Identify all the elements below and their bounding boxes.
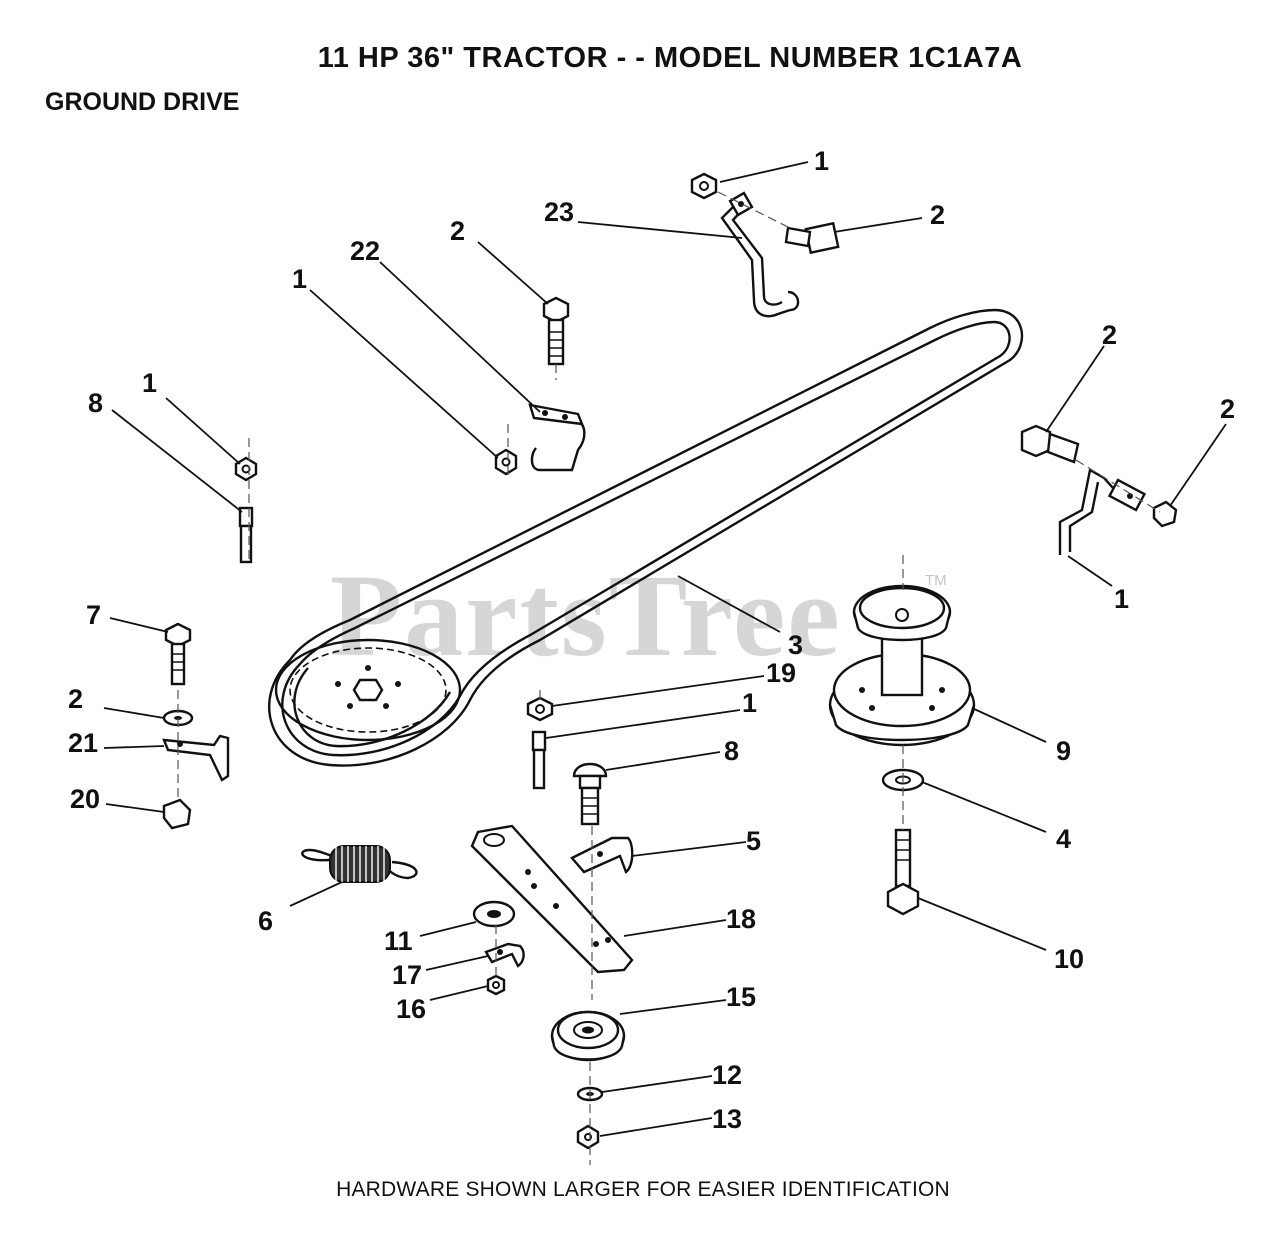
- callout-8: 1: [742, 688, 757, 718]
- bracket-16[interactable]: [484, 942, 525, 968]
- callout-23: 23: [544, 197, 574, 227]
- diagram-title: 11 HP 36" TRACTOR - - MODEL NUMBER 1C1A7…: [317, 42, 1023, 74]
- callout-14: 13: [712, 1104, 742, 1134]
- callout-18: 6: [258, 906, 273, 936]
- bracket-22[interactable]: [528, 403, 586, 472]
- nut-center[interactable]: [526, 696, 554, 722]
- bolt-22-upper[interactable]: [542, 296, 570, 366]
- callout-19: 20: [70, 784, 100, 814]
- callout-11: 18: [726, 904, 756, 934]
- callout-2: 7: [86, 600, 101, 630]
- idler-pulley-12[interactable]: [550, 1010, 626, 1062]
- idler-arm-11[interactable]: [470, 824, 634, 974]
- nut-right[interactable]: [1152, 500, 1178, 528]
- callout-22: 22: [350, 236, 380, 266]
- bracket-23[interactable]: [720, 191, 800, 318]
- watermark: PartsTree: [330, 550, 842, 681]
- callout-4: 9: [1056, 736, 1071, 766]
- callout-17: 11: [384, 926, 413, 956]
- callout-9: 8: [724, 736, 739, 766]
- watermark-trademark: TM: [925, 572, 947, 589]
- nut-top[interactable]: [690, 172, 718, 200]
- callout-7: 3: [788, 630, 803, 660]
- nut-22[interactable]: [494, 448, 518, 476]
- nut-14[interactable]: [576, 1124, 600, 1150]
- callout-1: 1: [814, 146, 829, 176]
- bolt-right[interactable]: [1020, 424, 1080, 464]
- callout-numbers: 1 2 23 2 22 1 2 1 8 2 1 3 7 2 21 20 19 1…: [68, 146, 1235, 1134]
- callout-5: 4: [1056, 824, 1071, 854]
- bolt-6[interactable]: [886, 828, 920, 916]
- callout-16: 17: [392, 960, 422, 990]
- callout-1: 1: [292, 264, 307, 294]
- callout-20: 21: [68, 728, 98, 758]
- callout-8: 8: [88, 388, 103, 418]
- spring-18[interactable]: [301, 845, 418, 883]
- callout-21: 2: [68, 684, 83, 714]
- nut-15[interactable]: [486, 974, 506, 996]
- callout-6: 10: [1054, 944, 1084, 974]
- section-title: GROUND DRIVE: [45, 88, 240, 116]
- callout-2: 2: [930, 200, 945, 230]
- nut-19[interactable]: [162, 798, 192, 830]
- bolt-left[interactable]: [164, 622, 192, 686]
- callout-10: 5: [746, 826, 761, 856]
- callout-2: 2: [450, 216, 465, 246]
- stud-left[interactable]: [238, 506, 254, 564]
- callout-3: 1: [1114, 584, 1129, 614]
- nut-left[interactable]: [234, 456, 258, 482]
- callout-1: 1: [142, 368, 157, 398]
- bracket-10[interactable]: [570, 836, 634, 874]
- bracket-20[interactable]: [162, 734, 230, 782]
- callout-13: 12: [712, 1060, 742, 1090]
- callout-1: 2: [1220, 394, 1235, 424]
- callout-15: 16: [396, 994, 426, 1024]
- belt-drive-pulley[interactable]: [274, 638, 462, 742]
- bracket-3[interactable]: [1058, 468, 1147, 555]
- spacer-17[interactable]: [472, 900, 516, 928]
- leader-lines: [103, 161, 1227, 1137]
- callout-2: 2: [1102, 320, 1117, 350]
- center-lines: [177, 191, 1161, 1165]
- footer-note: HARDWARE SHOWN LARGER FOR EASIER IDENTIF…: [336, 1178, 950, 1201]
- engine-pulley-4[interactable]: [828, 584, 976, 747]
- callout-12: 15: [726, 982, 756, 1012]
- bolt-top-right[interactable]: [784, 221, 840, 255]
- stud-center[interactable]: [531, 730, 547, 790]
- callout-1: 19: [766, 658, 796, 688]
- carriage-bolt-9[interactable]: [572, 762, 608, 826]
